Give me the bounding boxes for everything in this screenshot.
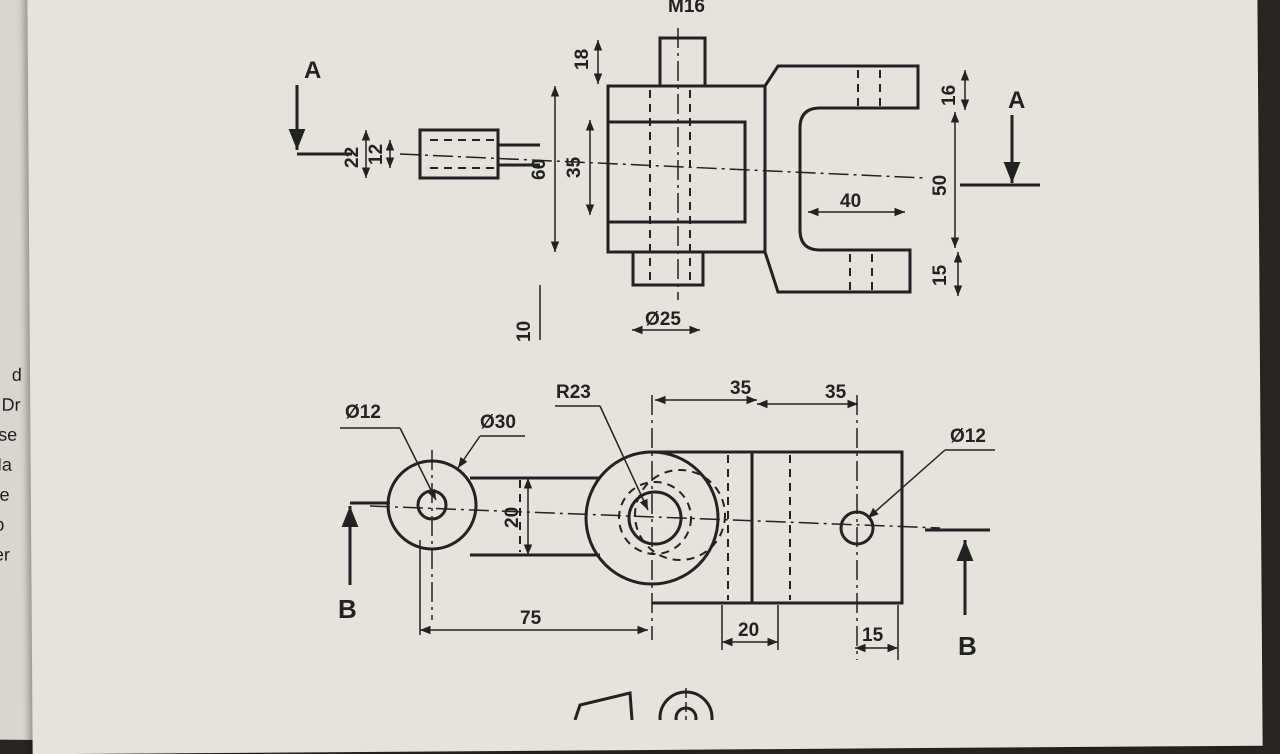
dim-slot-depth: 40 [840,191,861,212]
dim-spacing-1: 35 [730,378,752,399]
dim-center-distance: 75 [520,608,542,629]
right-plate [652,450,904,605]
section-label-a-right: A [1008,87,1025,114]
engineering-drawing: M16 18 22 12 60 35 10 Ø25 40 16 50 15 A … [288,0,1040,720]
dim-fork-gap: 50 [930,175,951,196]
front-view-hidden-lines [430,70,881,290]
arm [470,476,600,557]
dim-hole-left: Ø12 [345,402,381,423]
top-view-hidden-lines [519,455,791,600]
dim-fork-bottom: 15 [930,264,951,286]
dim-boss-diameter: Ø25 [645,309,681,330]
section-label-b-left: B [338,594,357,624]
bottom-boss [631,250,705,287]
section-arrows-a [288,85,1040,187]
threaded-stud [658,36,707,88]
dim-boss-height: 35 [564,156,585,178]
dim-stud-length: 18 [572,49,593,70]
left-stub-outline [418,128,500,180]
top-view-dim-lines [340,395,995,660]
connector [498,143,540,167]
dim-left-outer: 22 [342,147,363,168]
section-arrows-b [341,501,990,615]
front-view-center-lines [399,28,926,300]
top-view-center-lines [369,395,941,660]
dim-rib-width: 20 [738,620,759,641]
dim-fork-top: 16 [939,85,960,106]
dim-base-offset: 10 [514,321,535,342]
dim-hole-right: Ø12 [950,426,986,447]
dim-boss-left: Ø30 [480,412,516,433]
dim-spacing-2: 35 [825,382,847,403]
partial-bottom-view [573,688,714,720]
fork [763,64,920,294]
dim-thread: M16 [668,0,705,17]
front-view [418,36,920,294]
dim-block-height: 60 [529,159,550,180]
dim-radius: R23 [556,382,591,403]
top-view [386,450,904,605]
dim-edge-hole: 15 [862,625,884,646]
dim-left-inner: 12 [366,144,387,165]
front-view-dim-lines [361,40,970,340]
dim-arm-width: 20 [502,507,523,528]
section-label-b-right: B [958,631,977,661]
section-label-a-left: A [304,57,321,84]
boss [606,120,747,224]
